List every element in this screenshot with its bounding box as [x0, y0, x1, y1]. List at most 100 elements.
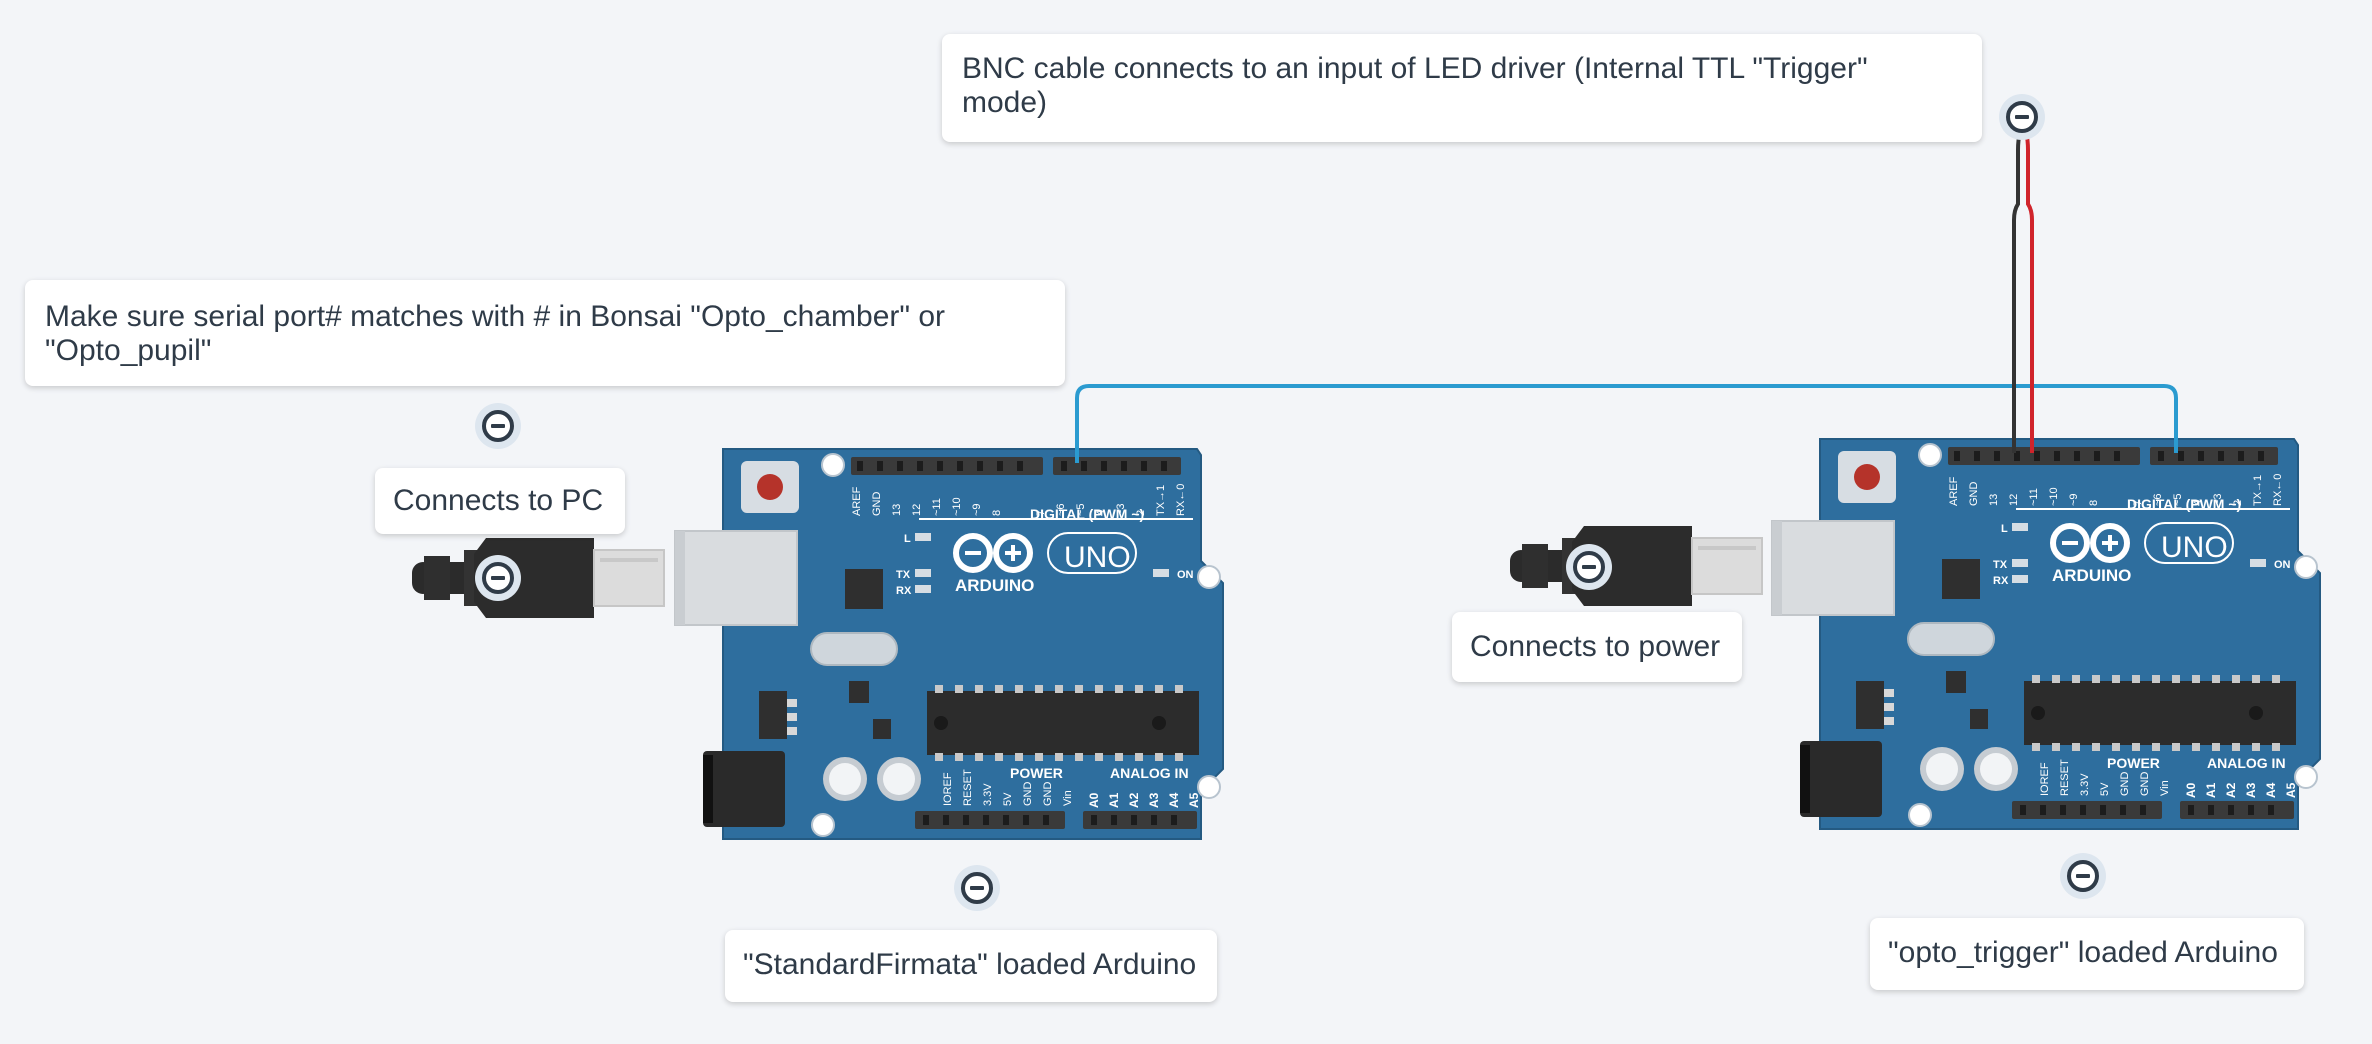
- board-left-digital-pin-1: GND: [871, 492, 883, 517]
- note-standardfirmata[interactable]: "StandardFirmata" loaded Arduino: [725, 930, 1217, 1002]
- board-left-digital-pin-4: ~11: [931, 498, 943, 516]
- board-right-brand: ARDUINO: [2052, 566, 2131, 585]
- board-right-digital-pin-13: 2: [2232, 500, 2244, 506]
- board-right-power-label: POWER: [2107, 755, 2160, 771]
- board-left-analog-pin-4: A4: [1167, 792, 1181, 808]
- board-left-power-pin-0: IOREF: [942, 772, 954, 806]
- note-connects-power[interactable]: Connects to power: [1452, 612, 1742, 682]
- board-right-analog-pin-4: A4: [2264, 782, 2278, 798]
- note-serial-port-text: Make sure serial port# matches with # in…: [45, 300, 946, 367]
- board-right-rx-label: RX: [1993, 575, 2009, 587]
- board-left-power-label: POWER: [1010, 765, 1063, 781]
- board-left-digital-pin-7: 8: [991, 510, 1003, 516]
- board-right-digital-label: DIGITAL (PWM ~): [2127, 496, 2241, 512]
- note-standardfirmata-text: "StandardFirmata" loaded Arduino: [743, 948, 1197, 981]
- note-opto-trigger[interactable]: "opto_trigger" loaded Arduino: [1870, 918, 2304, 990]
- note-connects-power-pin[interactable]: [1566, 544, 1612, 590]
- usb-cable-power[interactable]: [1509, 525, 1763, 607]
- board-left-power-pin-6: Vin: [1062, 790, 1074, 806]
- board-right-power-pin-6: Vin: [2159, 780, 2171, 796]
- note-bnc-cable-text: BNC cable connects to an input of LED dr…: [962, 52, 1868, 119]
- note-connects-pc[interactable]: Connects to PC: [375, 468, 625, 534]
- board-left-digital-pin-15: RX←0: [1175, 484, 1187, 516]
- board-left-on-label: ON: [1177, 569, 1194, 581]
- board-right-power-pin-4: GND: [2119, 772, 2131, 797]
- note-serial-port-pin[interactable]: [475, 403, 521, 449]
- board-right-analog-pin-3: A3: [2244, 782, 2258, 798]
- board-left-analog-pin-3: A3: [1147, 792, 1161, 808]
- board-right-digital-pin-1: GND: [1968, 482, 1980, 507]
- board-right-digital-pin-8: 7: [2132, 500, 2144, 506]
- board-left-digital-pin-13: 2: [1135, 510, 1147, 516]
- note-opto-trigger-text: "opto_trigger" loaded Arduino: [1888, 936, 2278, 969]
- board-right-digital-pin-3: 12: [2008, 494, 2020, 506]
- board-right-digital-pin-6: ~9: [2068, 493, 2080, 506]
- board-right-power-pin-3: 5V: [2099, 782, 2111, 796]
- board-left-digital-pin-12: ~3: [1115, 503, 1127, 516]
- board-right-digital-pin-10: ~5: [2172, 493, 2184, 506]
- board-right-digital-pin-0: AREF: [1948, 476, 1960, 506]
- board-right-analog-pin-1: A1: [2204, 782, 2218, 798]
- board-right-digital-pin-14: TX→1: [2252, 475, 2264, 506]
- board-left-power-pin-2: 3.3V: [982, 783, 994, 806]
- board-right-analog-pin-2: A2: [2224, 782, 2238, 798]
- usb-cable-pc[interactable]: [411, 537, 665, 619]
- board-right-tx-label: TX: [1993, 559, 2008, 571]
- board-left-tx-label: TX: [896, 569, 911, 581]
- board-right-digital-pin-5: ~10: [2048, 487, 2060, 506]
- board-left-power-pin-4: GND: [1022, 782, 1034, 807]
- note-connects-pc-text: Connects to PC: [393, 484, 604, 517]
- board-right-digital-pin-12: ~3: [2212, 493, 2224, 506]
- board-right-digital-pin-11: 4: [2192, 500, 2204, 506]
- board-left-power-pin-5: GND: [1042, 782, 1054, 807]
- board-right-digital-pin-15: RX←0: [2272, 474, 2284, 506]
- board-left-digital-pin-14: TX→1: [1155, 485, 1167, 516]
- board-left-analog-pin-1: A1: [1107, 792, 1121, 808]
- board-right-power-pin-1: RESET: [2059, 759, 2071, 796]
- board-right-digital-pin-9: ~6: [2152, 493, 2164, 506]
- board-right-power-pin-0: IOREF: [2039, 762, 2051, 796]
- board-left-digital-label: DIGITAL (PWM ~): [1030, 506, 1144, 522]
- board-left-model: UNO: [1064, 541, 1131, 574]
- board-left-digital-pin-0: AREF: [851, 486, 863, 516]
- wire-bnc-red[interactable]: [2024, 131, 2034, 453]
- board-left-analog-pin-2: A2: [1127, 792, 1141, 808]
- board-left-l-label: L: [904, 533, 911, 545]
- board-left-digital-pin-9: ~6: [1055, 503, 1067, 516]
- wire-signal[interactable]: [1075, 384, 2178, 463]
- board-left-analog-pin-5: A5: [1187, 792, 1201, 808]
- board-right-on-label: ON: [2274, 559, 2291, 571]
- note-bnc-cable[interactable]: BNC cable connects to an input of LED dr…: [942, 34, 1982, 142]
- note-connects-pc-pin[interactable]: [475, 555, 521, 601]
- board-left-digital-pin-11: 4: [1095, 510, 1107, 516]
- board-left-analog-pin-0: A0: [1087, 792, 1101, 808]
- note-connects-power-text: Connects to power: [1470, 630, 1721, 663]
- board-right-digital-pin-4: ~11: [2028, 488, 2040, 506]
- note-serial-port[interactable]: Make sure serial port# matches with # in…: [25, 280, 1065, 386]
- note-bnc-cable-pin[interactable]: [1999, 94, 2045, 140]
- board-left-analog-label: ANALOG IN: [1110, 765, 1189, 781]
- board-right-digital-pin-7: 8: [2088, 500, 2100, 506]
- board-right-analog-pin-0: A0: [2184, 782, 2198, 798]
- board-right-digital-pin-2: 13: [1988, 494, 2000, 506]
- board-left-brand: ARDUINO: [955, 576, 1034, 595]
- board-left-power-pin-1: RESET: [962, 769, 974, 806]
- board-left-digital-pin-8: 7: [1035, 510, 1047, 516]
- note-opto-trigger-pin[interactable]: [2060, 853, 2106, 899]
- note-standardfirmata-pin[interactable]: [954, 865, 1000, 911]
- board-right-power-pin-5: GND: [2139, 772, 2151, 797]
- board-left-digital-pin-10: ~5: [1075, 503, 1087, 516]
- wire-bnc-black[interactable]: [2012, 131, 2022, 453]
- board-right-analog-label: ANALOG IN: [2207, 755, 2286, 771]
- board-left-rx-label: RX: [896, 585, 912, 597]
- board-right-analog-pin-5: A5: [2284, 782, 2298, 798]
- board-left-digital-pin-2: 13: [891, 504, 903, 516]
- board-right-power-pin-2: 3.3V: [2079, 773, 2091, 796]
- board-right-l-label: L: [2001, 523, 2008, 535]
- board-left-power-pin-3: 5V: [1002, 792, 1014, 806]
- board-left-digital-pin-5: ~10: [951, 497, 963, 516]
- board-right-model: UNO: [2161, 531, 2228, 564]
- board-left-digital-pin-3: 12: [911, 504, 923, 516]
- board-left-digital-pin-6: ~9: [971, 503, 983, 516]
